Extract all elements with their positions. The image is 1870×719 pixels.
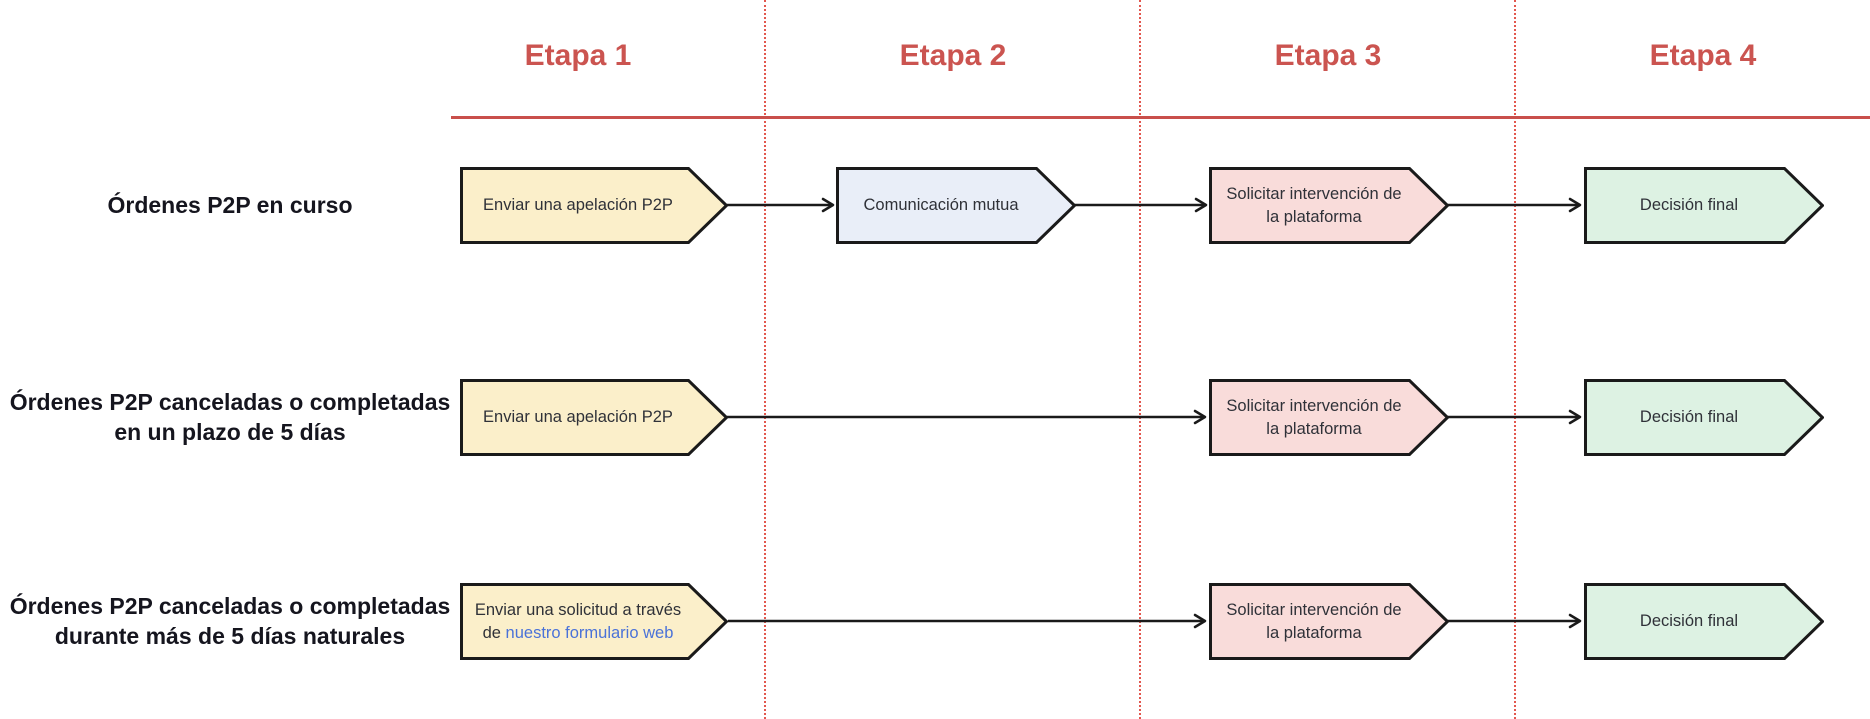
step-box-platform-intervention-row2: Solicitar intervención de la plataforma <box>1209 379 1449 456</box>
step-box-platform-intervention-row3: Solicitar intervención de la plataforma <box>1209 583 1449 660</box>
step-box-send-request-web-form: Enviar una solicitud a través de nuestro… <box>460 583 728 660</box>
step-box-send-appeal-row2: Enviar una apelación P2P <box>460 379 728 456</box>
chevron-shape <box>1584 167 1824 244</box>
chevron-shape <box>460 167 728 244</box>
step-box-send-appeal-row1: Enviar una apelación P2P <box>460 167 728 244</box>
step-box-platform-intervention-row1: Solicitar intervención de la plataforma <box>1209 167 1449 244</box>
stage-separator-1 <box>764 0 766 719</box>
row-label-over-5-days: Órdenes P2P canceladas o completadas dur… <box>9 592 451 649</box>
flow-arrow <box>728 613 1207 629</box>
chevron-shape <box>460 379 728 456</box>
step-label: Decisión final <box>1639 196 1739 215</box>
flow-arrow <box>727 197 835 213</box>
step-label: Enviar una apelación P2P <box>483 408 673 427</box>
step-label-line1: Enviar una solicitud a través <box>474 601 682 620</box>
stage-header-rule <box>451 116 1870 119</box>
stage-header-4: Etapa 4 <box>1649 39 1757 72</box>
chevron-shape <box>1584 583 1824 660</box>
step-label: Solicitar intervención de la plataforma <box>1226 601 1402 642</box>
flow-arrow <box>1447 613 1582 629</box>
step-box-mutual-communication: Comunicación mutua <box>836 167 1076 244</box>
stage-header-3: Etapa 3 <box>1274 39 1382 72</box>
flow-arrow <box>727 409 1207 425</box>
stage-header-2: Etapa 2 <box>899 39 1007 72</box>
step-box-final-decision-row2: Decisión final <box>1584 379 1824 456</box>
chevron-shape <box>1209 583 1449 660</box>
row-label-within-5-days: Órdenes P2P canceladas o completadas en … <box>9 388 451 445</box>
stage-separator-2 <box>1139 0 1141 719</box>
step-label: Decisión final <box>1639 408 1739 427</box>
web-form-link[interactable]: nuestro formulario web <box>505 623 674 642</box>
flow-arrow <box>1074 197 1208 213</box>
chevron-shape <box>460 583 728 660</box>
step-box-final-decision-row3: Decisión final <box>1584 583 1824 660</box>
flow-arrow <box>1447 409 1582 425</box>
chevron-shape <box>1209 167 1449 244</box>
step-label: Solicitar intervención de la plataforma <box>1226 185 1402 226</box>
chevron-shape <box>1209 379 1449 456</box>
step-box-final-decision-row1: Decisión final <box>1584 167 1824 244</box>
step-label-line2: de nuestro formulario web <box>483 622 674 644</box>
step-label: Decisión final <box>1639 612 1739 631</box>
step-label: Enviar una apelación P2P <box>483 196 673 215</box>
row-label-in-progress: Órdenes P2P en curso <box>107 191 353 218</box>
step-label-line2-prefix: de <box>482 623 506 642</box>
stage-separator-3 <box>1514 0 1516 719</box>
step-label: Comunicación mutua <box>863 196 1019 215</box>
step-label: Enviar una solicitud a través de nuestro… <box>462 583 694 660</box>
chevron-shape <box>1584 379 1824 456</box>
step-label: Solicitar intervención de la plataforma <box>1226 397 1402 438</box>
chevron-shape <box>836 167 1076 244</box>
flow-arrow <box>1447 197 1582 213</box>
stage-header-1: Etapa 1 <box>524 39 632 72</box>
